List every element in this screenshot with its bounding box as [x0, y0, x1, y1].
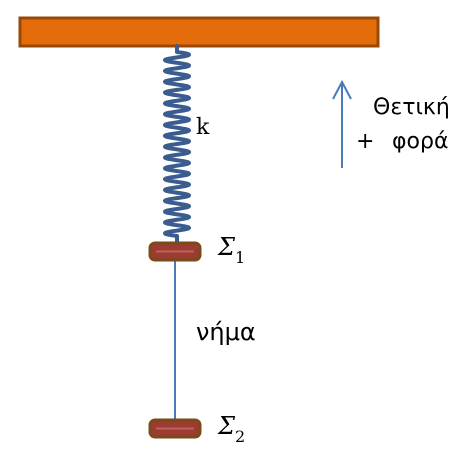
ceiling-support	[18, 16, 380, 48]
spring	[163, 44, 191, 245]
body-2-symbol: Σ	[217, 412, 236, 440]
direction-label-line2: φορά	[392, 129, 448, 154]
body-1-subscript: 1	[235, 248, 245, 267]
string-label: νήμα	[196, 318, 256, 346]
direction-label-line1: Θετική	[373, 95, 450, 120]
body-sigma-2	[148, 418, 202, 439]
body-2-label: Σ2	[217, 412, 245, 446]
body-1-symbol: Σ	[217, 233, 236, 261]
body-2-subscript: 2	[235, 427, 245, 446]
direction-plus-sign: +	[356, 129, 374, 154]
body-sigma-1	[148, 241, 202, 262]
body-1-label: Σ1	[217, 233, 245, 267]
spring-constant-label: k	[196, 115, 210, 140]
positive-direction-arrow	[332, 79, 352, 168]
